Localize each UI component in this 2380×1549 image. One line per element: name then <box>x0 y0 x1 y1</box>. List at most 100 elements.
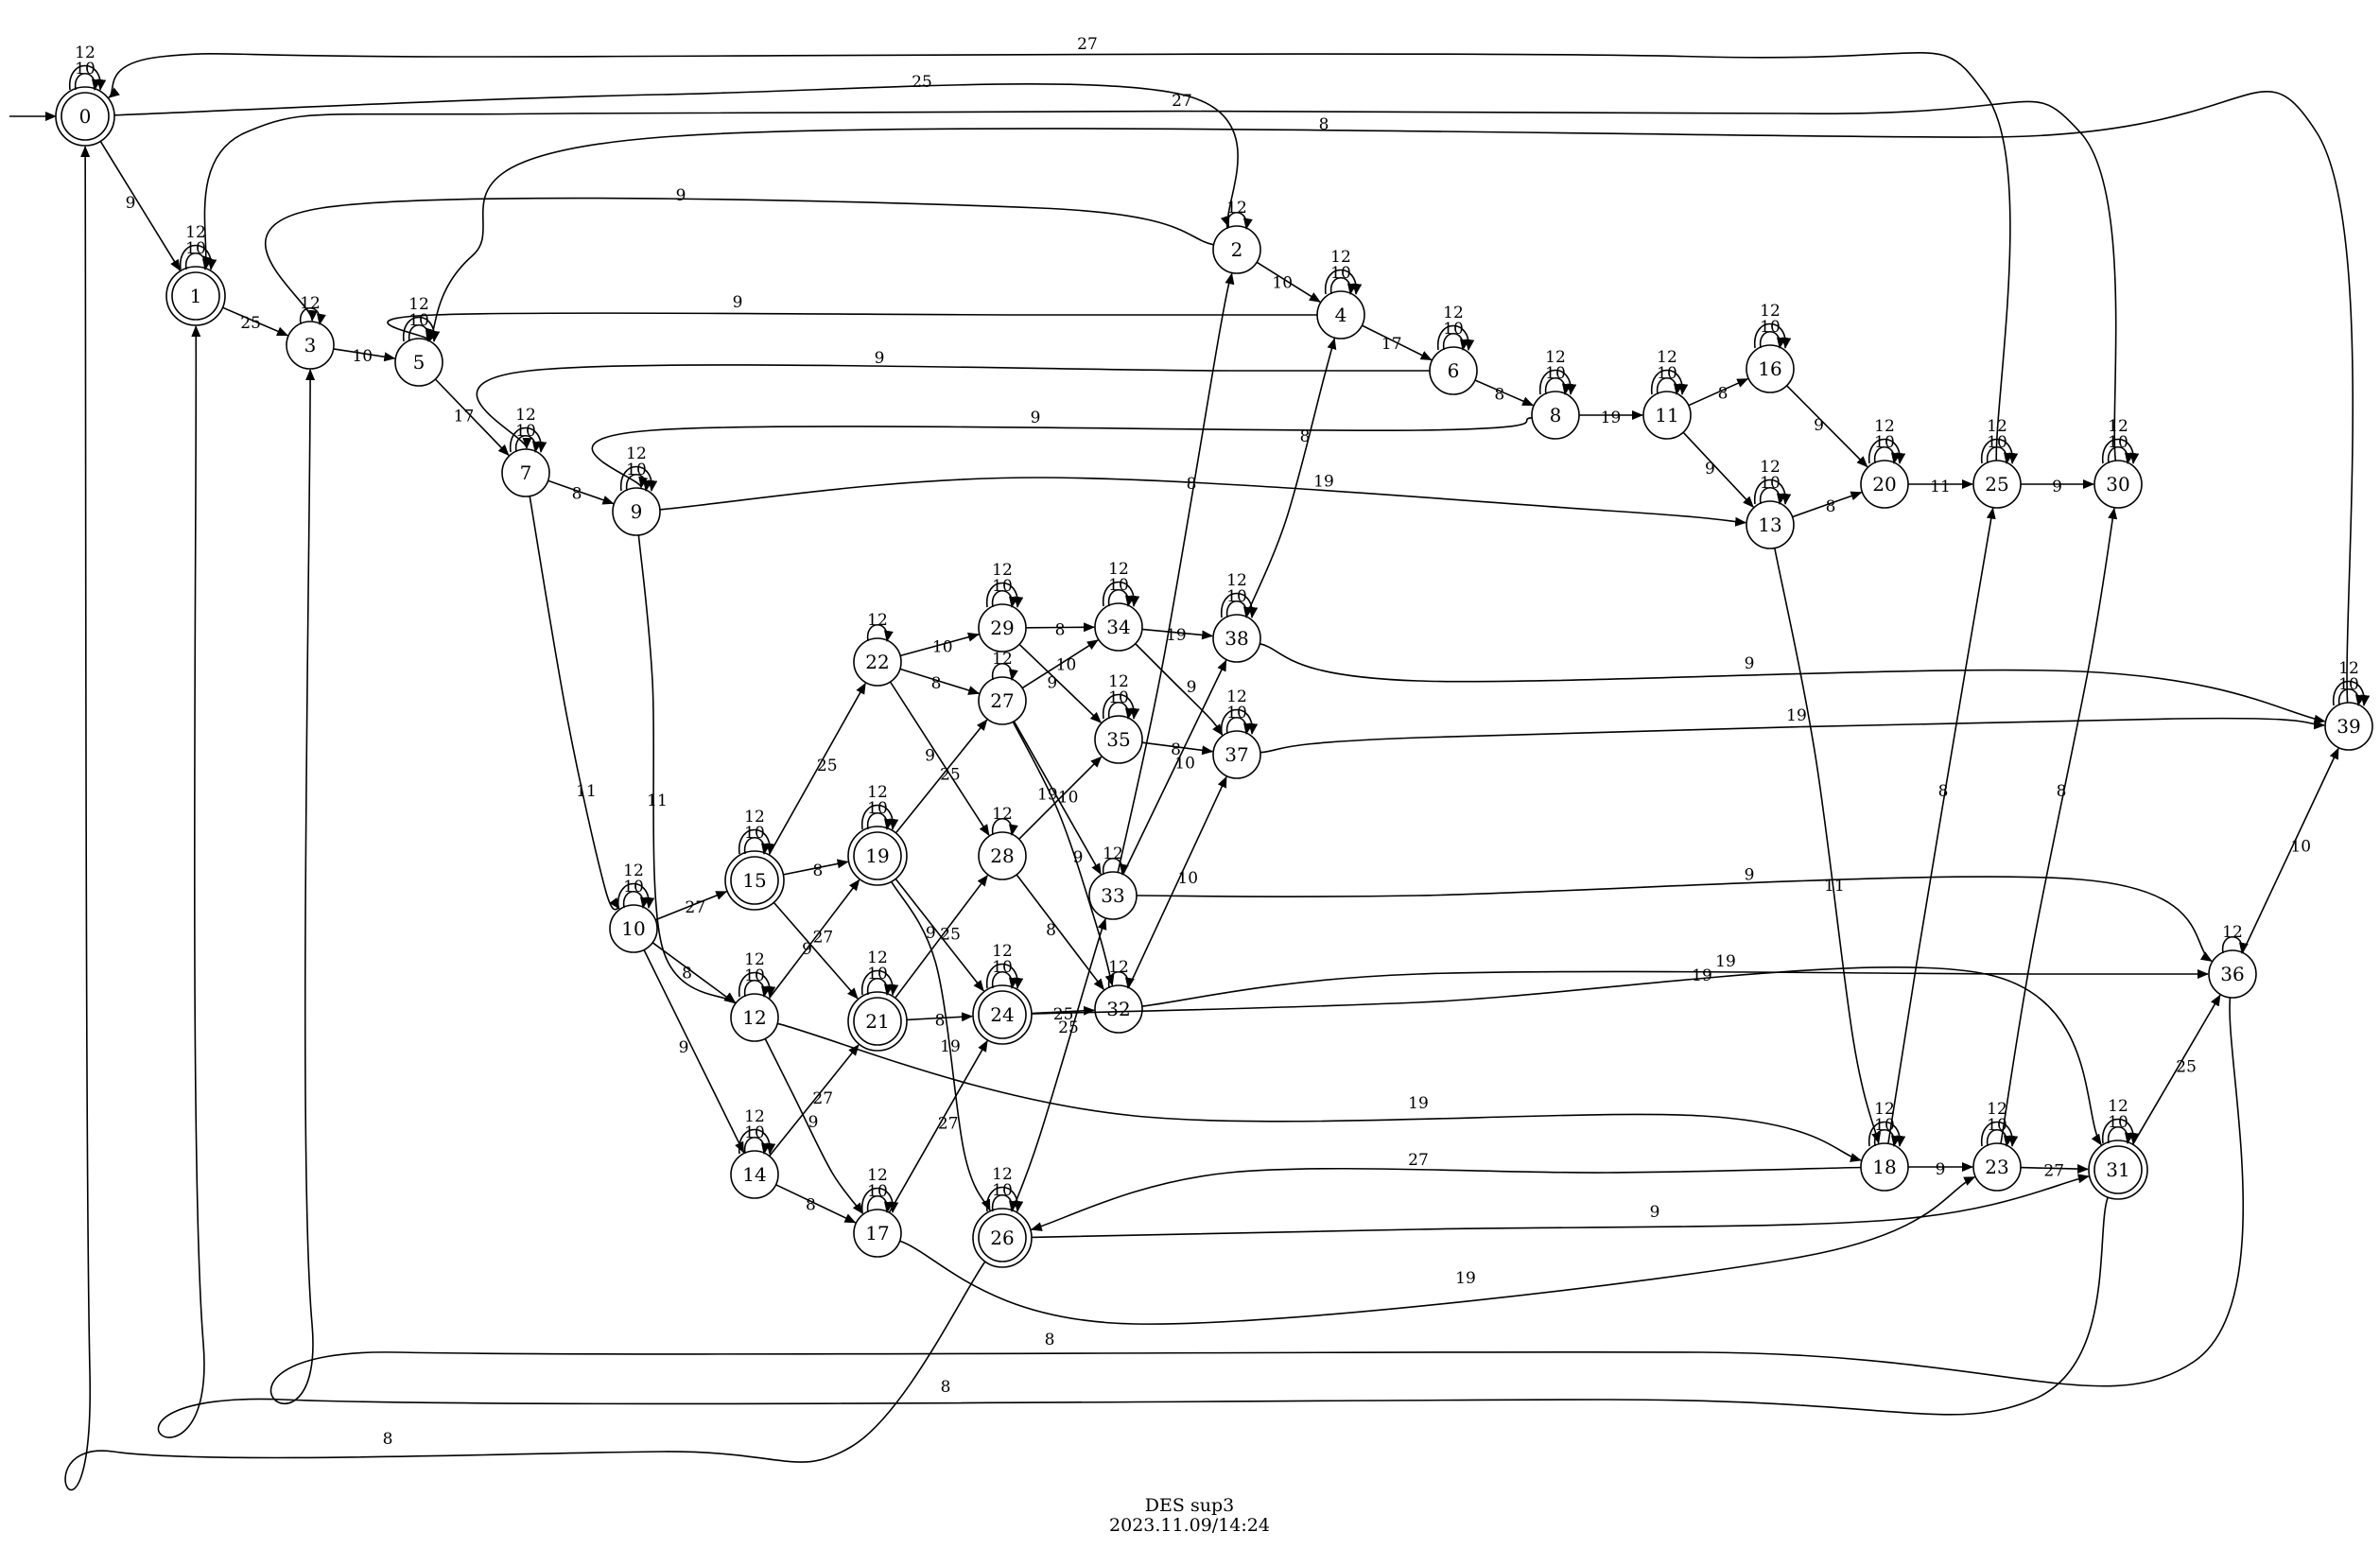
transition-label: 9 <box>1745 866 1755 885</box>
state-29: 29 <box>978 603 1027 653</box>
self-loop-arrow <box>991 818 1018 836</box>
self-loop-label: 12 <box>992 942 1013 961</box>
transition-label: 11 <box>1930 478 1951 496</box>
transition-arrow <box>775 1184 857 1224</box>
transition-label: 17 <box>454 408 475 426</box>
self-loop-arrow <box>2221 936 2249 954</box>
transition-23-to-30: 8 <box>2000 507 2118 1144</box>
transition-arrow <box>888 1039 988 1213</box>
transition-label: 19 <box>1692 966 1712 985</box>
transition-label: 8 <box>931 674 942 693</box>
self-loop-arrow <box>1544 377 1572 395</box>
self-loop-arrow <box>408 324 435 342</box>
transition-arrow <box>654 891 728 921</box>
transition-arrow <box>1025 622 1095 633</box>
transition-label: 8 <box>1300 427 1311 446</box>
self-loop-label: 12 <box>992 1165 1013 1184</box>
self-loop-arrow <box>986 963 1024 989</box>
state-circle <box>1212 614 1261 663</box>
transition-10-to-15: 27 <box>654 891 728 921</box>
transition-arrow <box>1256 261 1321 303</box>
self-loop-arrow <box>1754 479 1792 505</box>
self-loop-label: 10 <box>867 799 888 818</box>
transition-arrow <box>659 477 1747 527</box>
transition-28-to-32: 8 <box>1016 874 1104 991</box>
transition-21-to-28: 25 <box>895 875 988 999</box>
self-loop-label: 10 <box>1760 474 1781 493</box>
state-circle <box>2324 702 2373 751</box>
transition-arrow <box>1362 324 1433 361</box>
self-loop-arrow <box>1759 331 1786 349</box>
transition-label: 19 <box>1313 473 1334 492</box>
self-loop-label: 10 <box>744 824 765 843</box>
self-loop-arrow <box>1539 369 1577 395</box>
self-loop-arrow <box>1103 581 1140 607</box>
state-label: 10 <box>621 917 645 940</box>
transition-15-to-22: 25 <box>768 682 866 856</box>
transition-label: 25 <box>940 926 961 945</box>
transition-arrow <box>899 1175 1976 1325</box>
state-32: 32 <box>1094 984 1143 1034</box>
self-loop-label: 12 <box>992 561 1013 580</box>
transition-label: 19 <box>1166 626 1187 645</box>
state-label: 25 <box>1985 473 2008 496</box>
transition-18-to-23: 9 <box>1908 1160 1973 1179</box>
transition-label: 27 <box>2043 1161 2064 1180</box>
self-loop-label: 10 <box>1443 320 1464 339</box>
transition-label: 9 <box>1650 1203 1660 1222</box>
state-circle <box>853 637 902 687</box>
transition-33-to-38: 10 <box>1122 659 1227 875</box>
state-label: 2 <box>1231 238 1243 261</box>
transition-36-to-3: 8 <box>269 369 2245 1405</box>
self-loop-label: 12 <box>992 805 1013 824</box>
transition-22-to-27: 8 <box>899 668 981 695</box>
transition-33-to-2: 8 <box>1117 272 1235 873</box>
transition-label: 27 <box>685 898 705 917</box>
state-label: 15 <box>742 869 766 892</box>
transition-arrow <box>1135 643 1224 736</box>
transition-2-to-4: 10 <box>1256 261 1321 303</box>
state-circle <box>609 904 658 953</box>
transition-15-to-19: 8 <box>783 859 849 880</box>
transition-32-to-36: 19 <box>1141 952 2209 1007</box>
transition-label: 9 <box>1936 1160 1946 1179</box>
transition-label: 8 <box>806 1196 816 1215</box>
self-loop-arrow <box>1329 277 1357 295</box>
self-loop-arrow <box>1873 446 1901 464</box>
transition-26-to-31: 9 <box>1031 1174 2090 1239</box>
state-label: 27 <box>990 689 1014 712</box>
self-loop-arrow <box>2337 688 2365 706</box>
self-loop-arrow <box>620 465 658 492</box>
transition-12-to-19: 27 <box>768 879 860 1000</box>
self-loop-label: 10 <box>744 1123 765 1142</box>
self-loop-arrow <box>738 971 776 998</box>
state-circle <box>286 321 335 370</box>
state-circle <box>1972 460 2022 509</box>
marked-state-ring <box>55 86 115 147</box>
state-34: 34 <box>1094 602 1143 652</box>
self-loops-state-27: 12 <box>991 650 1018 681</box>
transition-label: 8 <box>572 485 582 504</box>
transition-9-to-12: 11 <box>637 534 737 1003</box>
state-38: 38 <box>1212 614 1261 663</box>
transition-arrow <box>1117 272 1235 873</box>
state-label: 5 <box>413 351 426 374</box>
state-label: 35 <box>1106 728 1130 751</box>
self-loop-label: 12 <box>1874 417 1895 436</box>
state-circle <box>1642 391 1692 440</box>
transition-label: 27 <box>938 1115 959 1134</box>
state-30: 30 <box>2093 460 2143 509</box>
state-circle <box>1212 730 1261 779</box>
transition-arrow <box>1122 659 1227 875</box>
transition-arrow <box>783 859 849 876</box>
transition-17-to-23: 19 <box>899 1175 1976 1325</box>
transition-label: 25 <box>817 757 838 775</box>
self-loop-label: 10 <box>1657 364 1677 383</box>
